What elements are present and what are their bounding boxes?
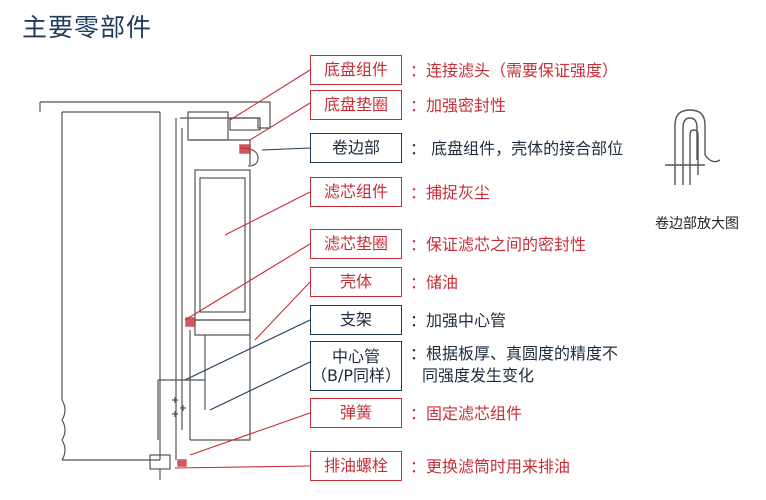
- label-base-assembly: 底盘组件: [310, 55, 402, 85]
- label-drain-bolt: 排油螺栓: [310, 451, 402, 481]
- label-filter-element: 滤芯组件: [310, 177, 402, 207]
- page-title: 主要零部件: [22, 13, 153, 42]
- inset-caption: 卷边部放大图: [655, 216, 739, 232]
- label-seam: 卷边部: [310, 133, 402, 163]
- label-base-gasket: 底盘垫圈: [310, 90, 402, 120]
- desc-housing: ：储油: [410, 273, 459, 292]
- label-center-tube: 中心管 （B/P同样）: [310, 341, 402, 391]
- desc-filter-gasket: ：保证滤芯之间的密封性: [410, 235, 587, 254]
- label-housing: 壳体: [310, 267, 402, 297]
- desc-filter-element: ：捕捉灰尘: [410, 183, 491, 202]
- desc-spring: ：固定滤芯组件: [410, 404, 523, 423]
- desc-seam: ： 底盘组件，壳体的接合部位: [410, 139, 624, 158]
- desc-drain-bolt: ：更换滤筒时用来排油: [410, 457, 571, 476]
- desc-base-gasket: ：加强密封性: [410, 96, 507, 115]
- desc-bracket: ：加强中心管: [410, 311, 507, 330]
- desc-center-tube: ：根据板厚、真圆度的精度不 同强度发生变化: [410, 344, 619, 385]
- label-filter-gasket: 滤芯垫圈: [310, 229, 402, 259]
- label-center-tube-note: （B/P同样）: [310, 366, 402, 385]
- label-bracket: 支架: [310, 305, 402, 335]
- desc-base-assembly: ：连接滤头（需要保证强度）: [410, 61, 619, 80]
- label-spring: 弹簧: [310, 398, 402, 428]
